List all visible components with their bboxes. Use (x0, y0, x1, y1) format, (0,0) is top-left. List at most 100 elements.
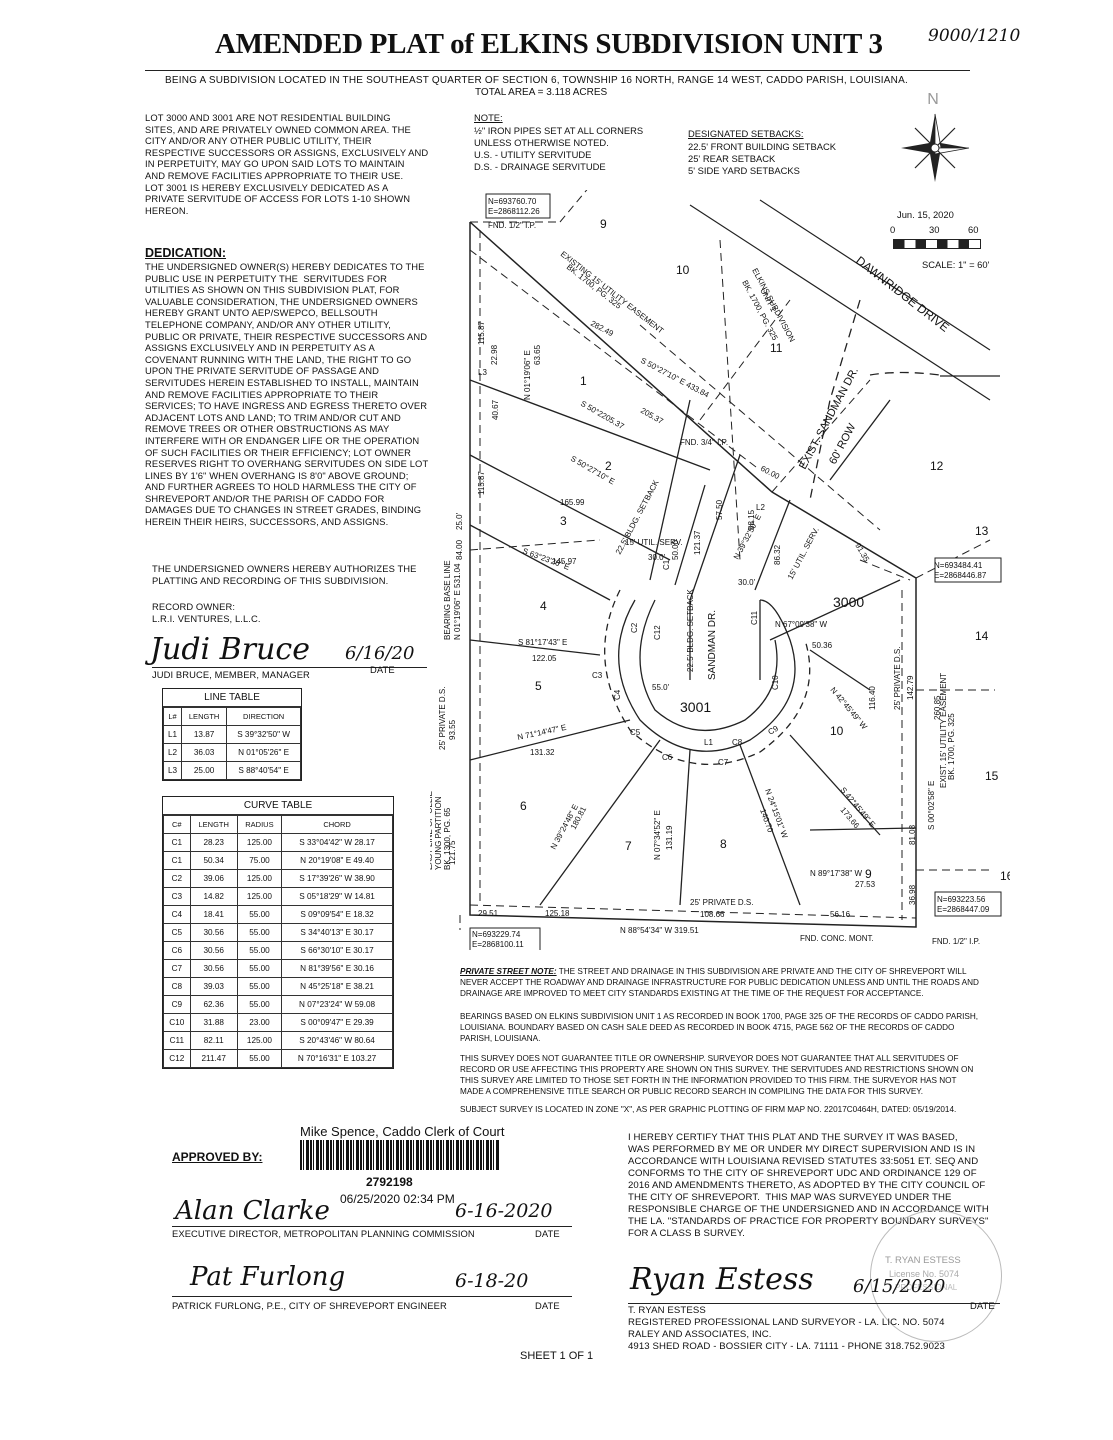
engineer-sig-date: 6-18-20 (455, 1270, 529, 1292)
road-name: 60' ROW (827, 421, 859, 466)
curve-table-cell: 28.23 (189, 833, 238, 852)
plat-label: 50.00 (671, 539, 680, 560)
curve-table-caption: CURVE TABLE (163, 797, 393, 815)
plat-label: 25' PRIVATE D.S. (690, 898, 753, 907)
road-name: SANDMAN DR. (707, 610, 718, 680)
owner-name: JUDI BRUCE, MEMBER, MANAGER (152, 669, 310, 680)
curve-table-cell: C2 (163, 869, 191, 888)
curve-table-cell: C6 (163, 941, 191, 960)
plat-label: FND. 1/2" I.P. (932, 937, 980, 946)
curve-table-cell: 30.56 (189, 923, 238, 942)
approved-label: APPROVED BY: (172, 1150, 263, 1164)
plat-label: FND. CONC. MONT. (800, 934, 874, 943)
bearings-note: BEARINGS BASED ON ELKINS SUBDIVISION UNI… (460, 1012, 979, 1043)
curve-table-cell: S 09°09'54" E 18.32 (281, 905, 393, 924)
seal-professional: PROFESSIONAL (895, 1283, 958, 1292)
curve-table-cell: C4 (163, 905, 191, 924)
private-street-note: PRIVATE STREET NOTE: THE STREET AND DRAI… (460, 967, 979, 998)
clerk-name: Mike Spence, Caddo Clerk of Court (300, 1124, 505, 1139)
lot-number: 2 (605, 459, 612, 473)
plat-drawing: 1234567891030003001910111213141516DAWNRI… (430, 190, 1010, 950)
surveyor-sig-line (628, 1303, 1000, 1304)
mpc-sig-date: 6-16-2020 (455, 1200, 553, 1222)
curve-table-header: LENGTH (189, 815, 238, 834)
plat-label: 57.50 (715, 499, 724, 520)
lot-number: 10 (830, 724, 844, 738)
plat-label: BK. 1300, PG. 65 (443, 807, 452, 870)
line-table-header: LENGTH (180, 707, 228, 726)
plat-label: YOUNG PARTITION (434, 796, 443, 870)
curve-table-cell: 125.00 (236, 869, 283, 888)
curve-table-header: C# (163, 815, 191, 834)
plat-label: C7 (718, 758, 729, 767)
lot-number: 10 (676, 263, 690, 277)
curve-table-cell: C12 (163, 1049, 191, 1068)
zone-note: SUBJECT SURVEY IS LOCATED IN ZONE "X", A… (460, 1105, 957, 1114)
curve-table-cell: 55.00 (236, 905, 283, 924)
lot-number: 8 (720, 837, 727, 851)
lot-number: 1 (580, 374, 587, 388)
plat-label: N 01°19'06" E (523, 350, 532, 400)
curve-table-cell: C5 (163, 923, 191, 942)
curve-table-cell: S 05°18'29" W 14.81 (281, 887, 393, 906)
plat-label: 25' PRIVATE D.S. (893, 647, 902, 710)
engineer-sig-line (172, 1296, 572, 1297)
lot-number: 3 (560, 514, 567, 528)
clerk-number: 2792198 (366, 1175, 413, 1189)
road-name: DAWNRIDGE DRIVE (853, 253, 952, 334)
plat-label: 108.66 (700, 910, 725, 919)
scale-date: Jun. 15, 2020 (897, 209, 954, 220)
plat-label: 22.98 (490, 344, 499, 365)
surveyor-date-label: DATE (970, 1300, 995, 1311)
plat-label: S 81°17'43" E (518, 638, 567, 647)
lot-number: 11 (770, 341, 783, 355)
plat-label: E=2868446.87 (934, 571, 987, 580)
curve-table-header: RADIUS (236, 815, 283, 834)
curve-table-cell: 125.00 (236, 833, 283, 852)
plat-label: C3 (592, 671, 603, 680)
curve-table-cell: 14.82 (189, 887, 238, 906)
plat-label: C5 (630, 728, 641, 737)
curve-table-cell: C1 (163, 833, 191, 852)
sheet-number: SHEET 1 OF 1 (520, 1350, 594, 1362)
plat-label: E=2868100.11 (472, 940, 524, 949)
plat-label: BK. 1700, PG. 325 (565, 262, 624, 311)
plat-label: 25.0' (455, 512, 464, 530)
plat-label: C2 (630, 622, 639, 633)
lot-number: 4 (540, 599, 547, 613)
setbacks-body: 22.5' FRONT BUILDING SETBACK 25' REAR SE… (688, 141, 837, 176)
plat-label: BK. 1700, PG. 325 (947, 713, 956, 780)
line-table-cell: 25.00 (180, 761, 228, 780)
seal-name: T. RYAN ESTESS (885, 1255, 961, 1266)
engineer-signature: Pat Furlong (190, 1262, 346, 1292)
plat-label: 131.32 (530, 748, 555, 757)
plat-title: AMENDED PLAT of ELKINS SUBDIVISION UNIT … (215, 28, 883, 60)
curve-table-cell: 125.00 (236, 1031, 283, 1050)
plat-label: 40.67 (491, 399, 500, 420)
plat-label: 116.40 (868, 686, 877, 710)
plat-label: E=2868112.26 (488, 207, 540, 216)
curve-table-cell: 75.00 (236, 851, 283, 870)
curve-table-cell: 55.00 (236, 1049, 283, 1068)
curve-table-cell: C7 (163, 959, 191, 978)
plat-label: C6 (662, 753, 673, 762)
curve-table-cell: N 81°39'56" E 30.16 (281, 959, 393, 978)
surveyor-seal-icon: T. RYAN ESTESS License No. 5074 PROFESSI… (870, 1210, 1002, 1342)
certification-text: I HEREBY CERTIFY THAT THIS PLAT AND THE … (628, 1132, 989, 1239)
seal-license: License No. 5074 (889, 1269, 960, 1279)
north-arrow-icon: N (901, 91, 970, 182)
curve-table-cell: C1 (163, 851, 191, 870)
curve-table-cell: C3 (163, 887, 191, 906)
line-table-cell: N 01°05'26" E (226, 743, 301, 762)
surveyor-signature: Ryan Estess (630, 1262, 814, 1297)
owner-sig-line (152, 667, 427, 668)
lot-number: 16 (1000, 869, 1010, 883)
plat-label: S 00°02'58" E (927, 781, 936, 830)
plat-label: N 07°34'52" E (653, 810, 662, 860)
owner-signature: Judi Bruce (150, 632, 310, 667)
